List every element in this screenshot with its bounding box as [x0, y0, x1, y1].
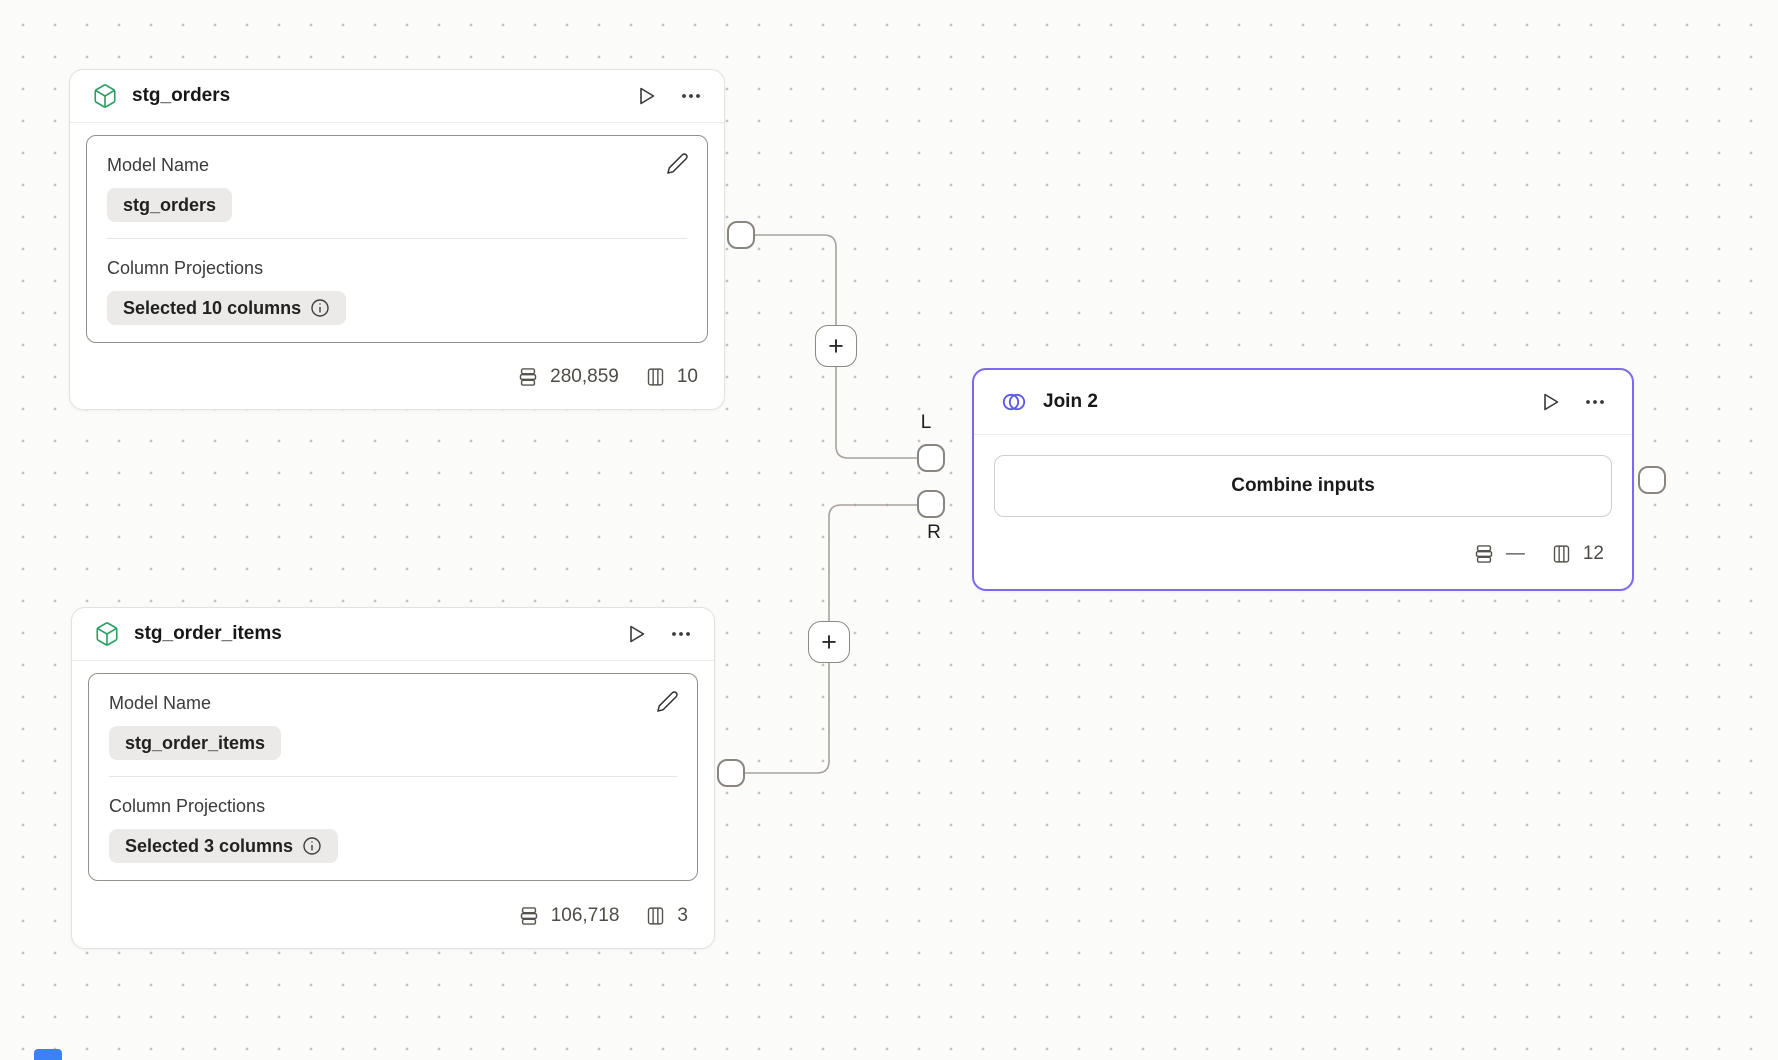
add-node-on-edge-button[interactable]: + — [808, 621, 850, 663]
rows-icon — [1473, 543, 1495, 565]
column-count-value: 10 — [676, 366, 698, 387]
columns-icon — [1551, 543, 1572, 565]
columns-icon — [645, 366, 666, 388]
row-count-stat: — — [1473, 543, 1525, 565]
edit-pencil-icon[interactable] — [666, 152, 689, 175]
node-footer: 280,859 10 — [70, 345, 724, 409]
divider — [107, 238, 687, 239]
column-projections-value: Selected 10 columns — [123, 297, 302, 318]
columns-icon — [645, 905, 666, 927]
node-config-card: Model Name stg_order_items Column Projec… — [88, 673, 698, 881]
combine-inputs-button[interactable]: Combine inputs — [994, 455, 1612, 517]
divider — [109, 776, 677, 777]
join-right-port-label: R — [927, 522, 941, 543]
model-cube-icon — [92, 83, 118, 109]
run-node-button[interactable] — [624, 622, 648, 646]
node-config-card: Model Name stg_orders Column Projections… — [86, 135, 708, 343]
model-name-label: Model Name — [109, 693, 212, 713]
edit-pencil-icon[interactable] — [656, 690, 679, 713]
node-footer: — 12 — [974, 519, 1632, 589]
model-name-label: Model Name — [107, 155, 210, 175]
node-title: Join 2 — [1043, 391, 1098, 412]
node-header: stg_orders — [70, 70, 724, 123]
row-count-stat: 106,718 — [518, 905, 620, 927]
plus-icon: + — [821, 626, 837, 657]
row-count-value: — — [1505, 543, 1525, 564]
column-projections-label: Column Projections — [107, 258, 264, 278]
node-join-2[interactable]: Join 2 Combine inputs — — [972, 368, 1634, 591]
column-projections-chip[interactable]: Selected 3 columns — [109, 829, 339, 863]
input-port-join-right[interactable] — [917, 490, 945, 518]
run-node-button[interactable] — [634, 84, 658, 108]
node-menu-button[interactable] — [670, 623, 692, 645]
row-count-value: 280,859 — [550, 366, 619, 387]
offscreen-node-marker — [34, 1049, 62, 1060]
node-header: Join 2 — [974, 370, 1632, 435]
column-count-stat: 12 — [1551, 543, 1604, 565]
add-node-on-edge-button[interactable]: + — [815, 325, 857, 367]
model-name-value: stg_orders — [123, 194, 217, 215]
plus-icon: + — [828, 330, 844, 361]
node-footer: 106,718 3 — [72, 884, 714, 948]
model-cube-icon — [94, 621, 120, 647]
rows-icon — [518, 905, 540, 927]
row-count-value: 106,718 — [550, 905, 620, 926]
column-projections-value: Selected 3 columns — [125, 835, 294, 856]
node-title: stg_order_items — [134, 623, 282, 644]
node-stg-orders[interactable]: stg_orders Model Name stg_orders Column … — [69, 69, 725, 410]
node-stg-order-items[interactable]: stg_order_items Model Name stg_order_ite… — [71, 607, 715, 949]
column-count-stat: 3 — [645, 905, 688, 927]
model-name-value: stg_order_items — [125, 732, 266, 753]
node-title: stg_orders — [132, 85, 231, 106]
rows-icon — [517, 366, 539, 388]
info-icon[interactable] — [302, 836, 322, 856]
input-port-join-left[interactable] — [917, 444, 945, 472]
output-port-stg-orders[interactable] — [727, 221, 755, 249]
column-projections-label: Column Projections — [109, 796, 266, 816]
model-name-chip: stg_orders — [107, 188, 233, 222]
output-port-join[interactable] — [1638, 466, 1666, 494]
node-header: stg_order_items — [72, 608, 714, 661]
column-count-value: 3 — [677, 905, 688, 926]
node-menu-button[interactable] — [680, 85, 702, 107]
node-menu-button[interactable] — [1584, 391, 1606, 413]
combine-inputs-label: Combine inputs — [1231, 475, 1375, 496]
output-port-stg-order-items[interactable] — [717, 759, 745, 787]
column-count-stat: 10 — [645, 366, 698, 388]
run-node-button[interactable] — [1538, 390, 1562, 414]
join-left-port-label: L — [920, 412, 932, 433]
column-projections-chip[interactable]: Selected 10 columns — [107, 291, 347, 325]
column-count-value: 12 — [1582, 543, 1604, 564]
model-name-chip: stg_order_items — [109, 726, 282, 760]
row-count-stat: 280,859 — [517, 366, 619, 388]
info-icon[interactable] — [310, 298, 330, 318]
join-venn-icon — [1000, 390, 1028, 414]
